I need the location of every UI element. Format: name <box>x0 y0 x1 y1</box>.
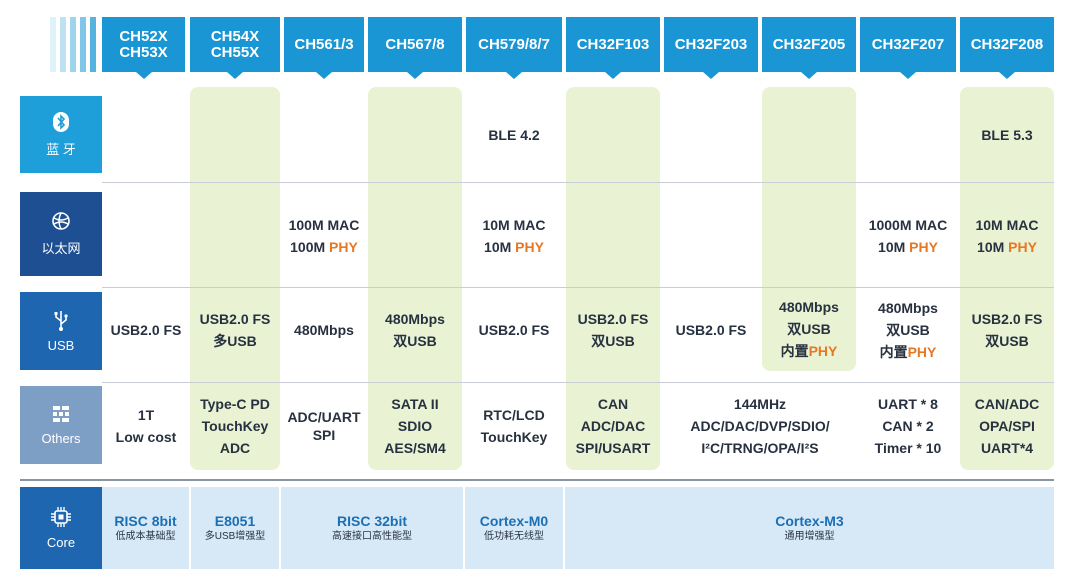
grid-chip-icon <box>51 404 71 427</box>
header-col-8: CH32F207 <box>860 17 956 79</box>
core-group-divider <box>189 487 191 569</box>
header-stripe <box>70 17 76 72</box>
header-col-7: CH32F205 <box>762 17 856 79</box>
row-label-others: Others <box>20 386 102 464</box>
core-group-divider <box>463 487 465 569</box>
cell-usb-ch52x: USB2.0 FS <box>110 322 182 338</box>
header-col-3: CH567/8 <box>368 17 462 79</box>
row-label-usb: USB <box>20 292 102 370</box>
highlight-col-ch32f208 <box>960 87 1054 470</box>
highlight-col-ch32f205 <box>762 87 856 371</box>
header-stripe <box>90 17 96 72</box>
row-label-bluetooth: 蓝 牙 <box>20 96 102 173</box>
header-col-9: CH32F208 <box>960 17 1054 79</box>
cell-usb-ch579: USB2.0 FS <box>478 322 550 338</box>
highlight-col-ch567 <box>368 87 462 470</box>
globe-icon <box>51 211 71 234</box>
highlight-col-ch54x <box>190 87 280 470</box>
header-stripe <box>80 17 86 72</box>
header-col-5: CH32F103 <box>566 17 660 79</box>
row-label-ethernet: 以太网 <box>20 192 102 276</box>
header-col-2: CH561/3 <box>284 17 364 79</box>
cell-bt-ch579: BLE 4.2 <box>488 126 540 143</box>
cell-usb-ch561: 480Mbps <box>294 322 354 338</box>
header-col-4: CH579/8/7 <box>466 17 562 79</box>
row-divider <box>102 287 1054 288</box>
core-group-divider <box>563 487 565 569</box>
cpu-icon <box>50 506 72 531</box>
cell-bt-ch32f208: BLE 5.3 <box>981 126 1033 143</box>
row-divider <box>102 182 1054 183</box>
core-row-background <box>102 487 1054 569</box>
header-col-6: CH32F203 <box>664 17 758 79</box>
highlight-col-ch32f103 <box>566 87 660 470</box>
header-stripe <box>60 17 66 72</box>
core-group-divider <box>279 487 281 569</box>
usb-icon <box>52 309 70 334</box>
header-stripe <box>50 17 56 72</box>
cell-usb-ch32f203: USB2.0 FS <box>675 322 747 338</box>
bluetooth-icon <box>53 111 69 135</box>
row-divider <box>102 382 1054 383</box>
row-label-core: Core <box>20 487 102 569</box>
core-divider-line <box>20 479 1054 481</box>
